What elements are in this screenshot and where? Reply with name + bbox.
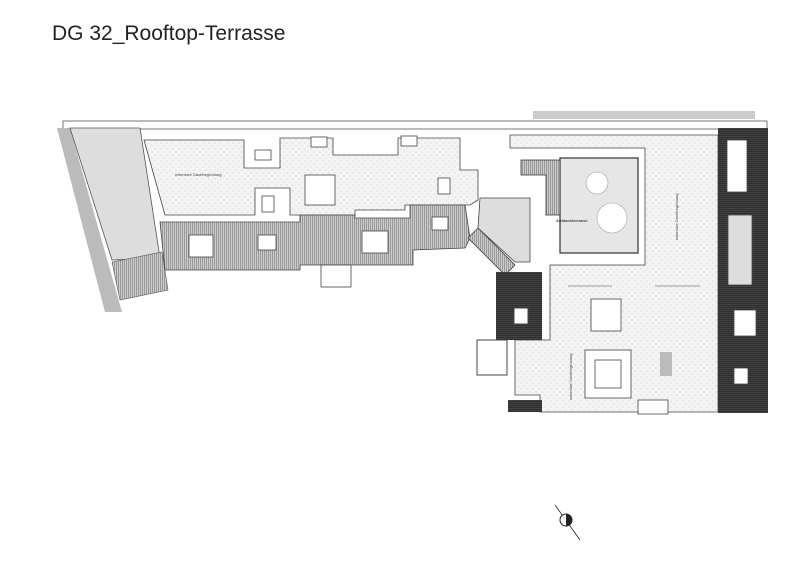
neighbour-roof: [533, 111, 755, 119]
dark-dormer: [496, 272, 542, 340]
label-green-roof-left: extensive Dachbegrünung: [175, 172, 221, 177]
window: [733, 367, 749, 385]
skylight: [400, 135, 418, 147]
label-green-roof-right: extensive Dachbegrünung: [674, 194, 679, 240]
skylight: [261, 195, 275, 213]
window: [257, 234, 277, 251]
solar-unit: [660, 352, 672, 376]
window: [726, 139, 748, 193]
roof-edge: [62, 120, 768, 130]
left-balcony: [111, 251, 169, 301]
skylight: [254, 149, 272, 161]
skylight: [590, 298, 622, 332]
drawing-title: DG 32_Rooftop-Terrasse: [52, 22, 286, 45]
label-roof-terrace: Aufdachterrasse: [556, 218, 588, 223]
skylight: [304, 174, 336, 206]
dark-dormer: [508, 400, 542, 412]
window: [431, 216, 449, 231]
balcony-box: [476, 339, 508, 376]
skylight: [594, 359, 622, 389]
north-arrow-icon: [554, 504, 581, 541]
window: [733, 309, 757, 337]
skylight: [310, 136, 328, 148]
neighbour-wall: [57, 128, 122, 312]
parasol: [596, 202, 628, 234]
table: [585, 171, 609, 195]
skylight: [437, 177, 451, 195]
corner-roof: [477, 197, 531, 263]
window: [727, 214, 753, 286]
balcony-box: [320, 264, 352, 288]
label-green-roof-lower: extensive Dachbegrünung: [568, 354, 573, 400]
spiral-stair: [520, 159, 561, 216]
dormer-cladding: [159, 204, 471, 271]
corner-stair-cladding: [467, 227, 516, 276]
window: [188, 234, 214, 258]
skylight: [637, 399, 669, 415]
window: [361, 230, 389, 254]
window: [513, 307, 529, 325]
